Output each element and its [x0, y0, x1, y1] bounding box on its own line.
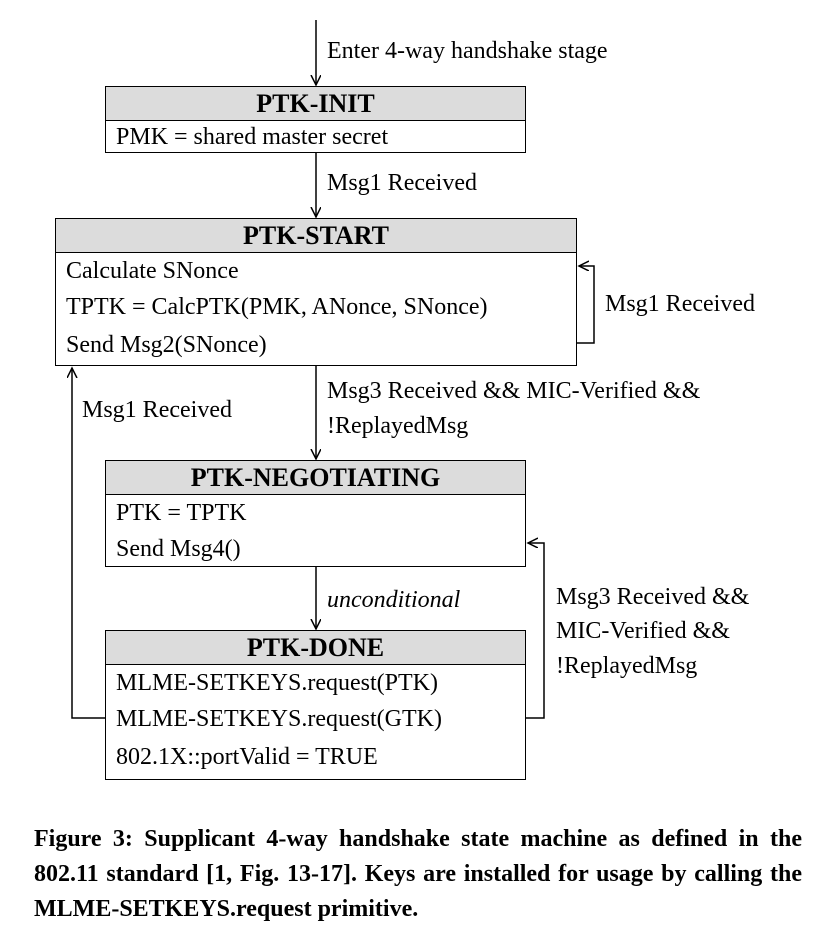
- arrow-done-to-start: [72, 368, 106, 719]
- state-line: MLME-SETKEYS.request(PTK): [116, 670, 438, 696]
- label-start-self-loop: Msg1 Received: [605, 291, 755, 317]
- state-line: TPTK = CalcPTK(PMK, ANonce, SNonce): [66, 294, 488, 320]
- state-line: 802.1X::portValid = TRUE: [116, 744, 378, 770]
- state-line: MLME-SETKEYS.request(GTK): [116, 706, 442, 732]
- label-init-to-start: Msg1 Received: [327, 170, 477, 196]
- label-done-to-negotiating-line3: !ReplayedMsg: [556, 653, 698, 679]
- entry-label: Enter 4-way handshake stage: [327, 38, 608, 64]
- state-line: PTK = TPTK: [116, 500, 247, 526]
- label-done-to-start: Msg1 Received: [82, 397, 232, 423]
- state-line: PMK = shared master secret: [116, 124, 389, 150]
- figure-caption: Figure 3: Supplicant 4-way handshake sta…: [34, 826, 802, 922]
- state-line: Send Msg4(): [116, 536, 241, 562]
- state-ptk-init: PTK-INIT PMK = shared master secret: [105, 86, 526, 153]
- state-body: Calculate SNonce TPTK = CalcPTK(PMK, ANo…: [56, 253, 576, 369]
- label-negotiating-to-done: unconditional: [327, 587, 461, 613]
- state-ptk-done: PTK-DONE MLME-SETKEYS.request(PTK) MLME-…: [105, 630, 526, 780]
- state-title: PTK-INIT: [106, 87, 525, 121]
- state-line: Calculate SNonce: [66, 258, 239, 284]
- label-start-to-negotiating-line1: Msg3 Received && MIC-Verified &&: [327, 378, 701, 404]
- state-title: PTK-DONE: [106, 631, 525, 665]
- state-body: PTK = TPTK Send Msg4(): [106, 495, 525, 571]
- state-title: PTK-NEGOTIATING: [106, 461, 525, 495]
- arrow-done-to-negotiating: [526, 543, 545, 719]
- state-body: PMK = shared master secret: [106, 121, 525, 157]
- label-start-to-negotiating-line2: !ReplayedMsg: [327, 413, 469, 439]
- state-title: PTK-START: [56, 219, 576, 253]
- arrow-start-self-loop: [577, 266, 595, 344]
- state-ptk-negotiating: PTK-NEGOTIATING PTK = TPTK Send Msg4(): [105, 460, 526, 567]
- state-ptk-start: PTK-START Calculate SNonce TPTK = CalcPT…: [55, 218, 577, 366]
- state-body: MLME-SETKEYS.request(PTK) MLME-SETKEYS.r…: [106, 665, 525, 781]
- label-done-to-negotiating-line1: Msg3 Received &&: [556, 584, 750, 610]
- label-done-to-negotiating-line2: MIC-Verified &&: [556, 618, 730, 644]
- state-line: Send Msg2(SNonce): [66, 332, 267, 358]
